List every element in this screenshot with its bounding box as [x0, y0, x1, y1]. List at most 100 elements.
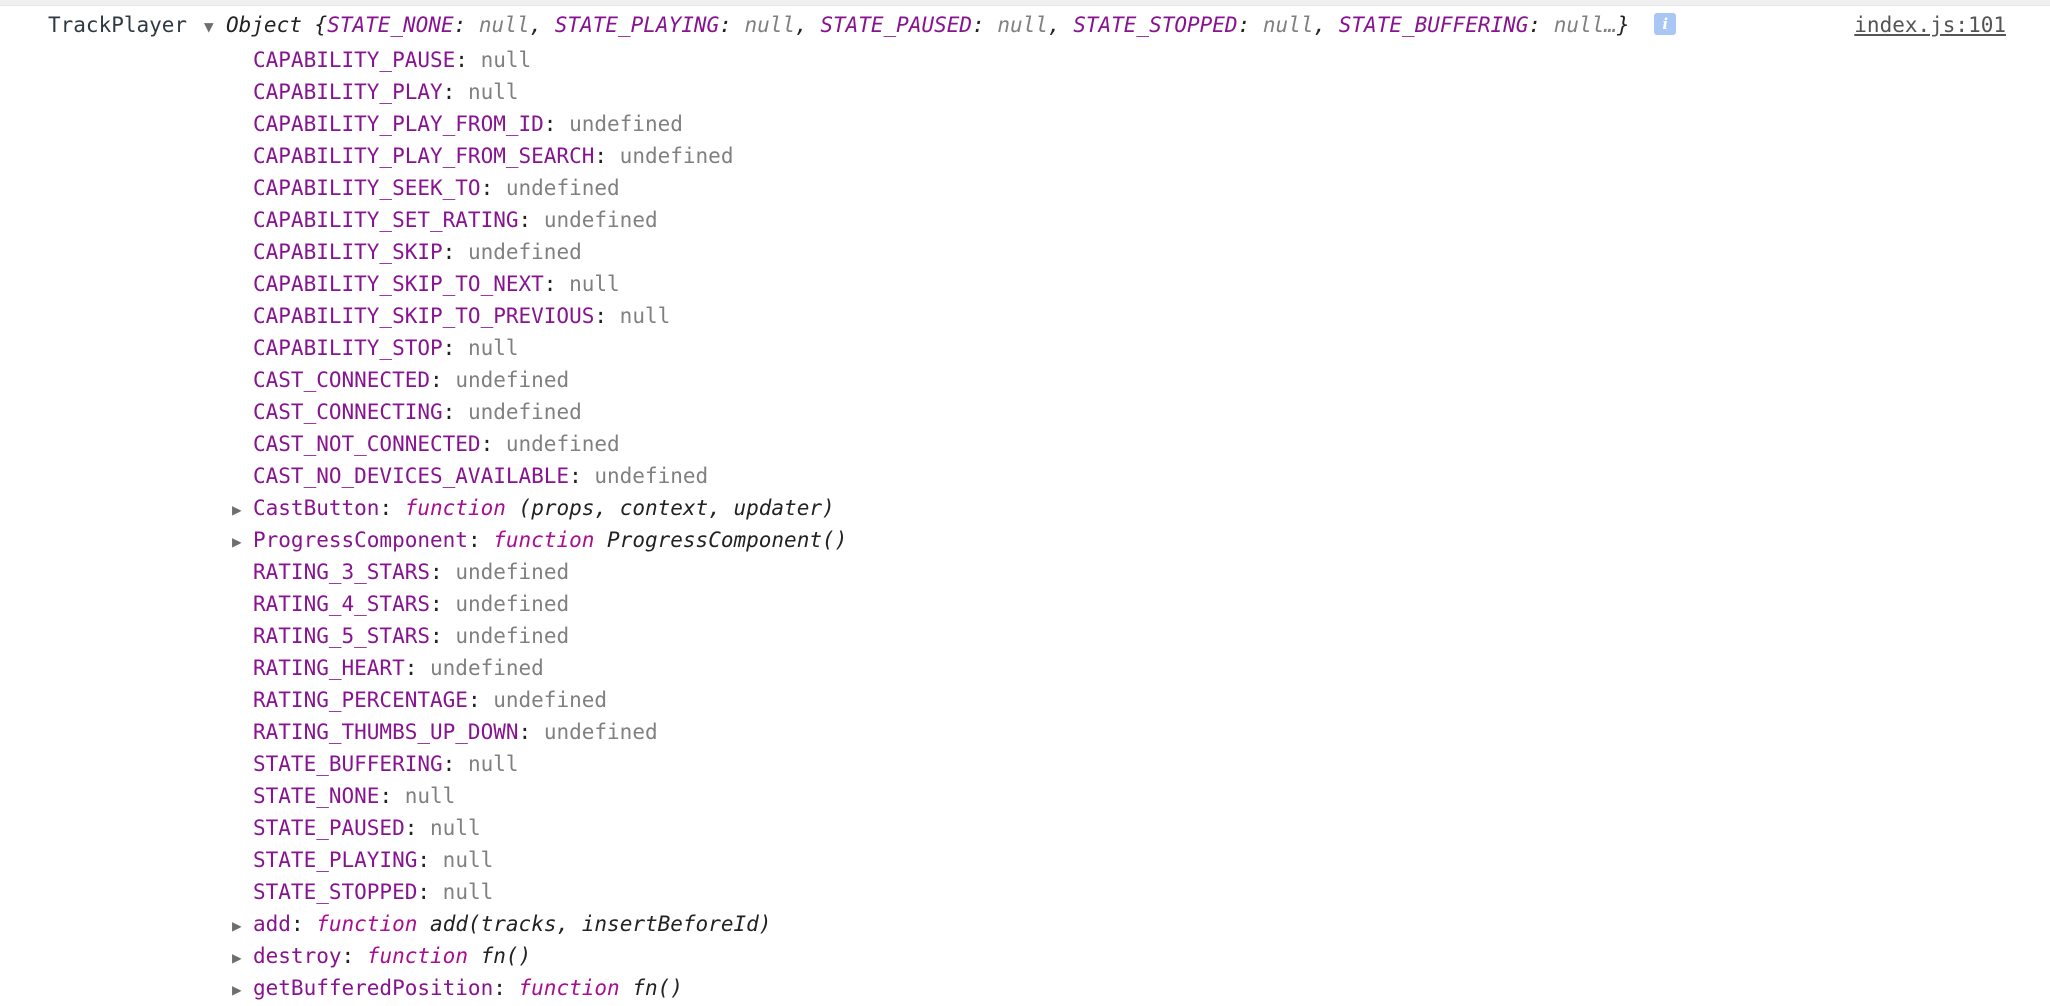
function-keyword: function: [366, 944, 468, 968]
property-entry[interactable]: ▶CastButton: function (props, context, u…: [232, 492, 835, 526]
property-key: STATE_STOPPED: [253, 880, 418, 904]
property-entry[interactable]: ▶ProgressComponent: function ProgressCom…: [232, 524, 847, 558]
preview-colon: :: [972, 13, 998, 37]
property-value: undefined: [430, 656, 544, 680]
property-value: null: [442, 880, 494, 904]
property-row[interactable]: ▶ProgressComponent: function ProgressCom…: [0, 524, 2050, 556]
property-row[interactable]: ▶CastButton: function (props, context, u…: [0, 492, 2050, 524]
property-row: RATING_5_STARS: undefined: [0, 620, 2050, 652]
object-preview[interactable]: ▼Object {STATE_NONE: null, STATE_PLAYING…: [204, 6, 1677, 46]
collapsed-triangle-icon[interactable]: ▶: [232, 500, 242, 519]
property-value: null: [430, 816, 481, 840]
property-value: undefined: [543, 720, 658, 744]
property-key: CastButton: [253, 496, 380, 520]
property-row: CAPABILITY_PLAY_FROM_ID: undefined: [0, 108, 2050, 140]
property-colon: :: [290, 912, 317, 936]
property-row: STATE_PAUSED: null: [0, 812, 2050, 844]
property-entry: RATING_4_STARS: undefined: [253, 588, 569, 620]
function-keyword: function: [404, 496, 506, 520]
variable-label: TrackPlayer: [48, 13, 188, 37]
property-row: STATE_BUFFERING: null: [0, 748, 2050, 780]
property-row: CAPABILITY_SKIP: undefined: [0, 236, 2050, 268]
info-icon[interactable]: i: [1654, 13, 1677, 35]
property-key: CAST_CONNECTED: [253, 368, 431, 392]
property-value: null: [480, 48, 532, 72]
property-key: destroy: [253, 944, 342, 968]
collapsed-triangle-icon[interactable]: ▶: [232, 532, 242, 551]
preview-key: STATE_BUFFERING: [1338, 13, 1529, 37]
preview-comma: ,: [795, 13, 821, 37]
collapsed-triangle-icon[interactable]: ▶: [232, 980, 242, 999]
function-signature: (props, context, updater): [518, 496, 835, 520]
property-row: STATE_PLAYING: null: [0, 844, 2050, 876]
console-panel: TrackPlayer ▼Object {STATE_NONE: null, S…: [0, 6, 2050, 1004]
source-link[interactable]: index.js:101: [1854, 13, 2006, 37]
property-key: STATE_NONE: [253, 784, 380, 808]
property-key: STATE_PAUSED: [253, 816, 405, 840]
property-entry: STATE_NONE: null: [253, 780, 455, 812]
collapsed-triangle-icon[interactable]: ▶: [232, 916, 242, 935]
property-entry: CAST_NOT_CONNECTED: undefined: [253, 428, 620, 460]
property-value: null: [619, 304, 671, 328]
property-colon: :: [442, 336, 468, 360]
property-key: CAPABILITY_SEEK_TO: [253, 176, 481, 200]
property-value: undefined: [619, 144, 734, 168]
property-row: CAPABILITY_SET_RATING: undefined: [0, 204, 2050, 236]
property-row: CAPABILITY_PAUSE: null: [0, 44, 2050, 76]
preview-key: STATE_STOPPED: [1073, 13, 1238, 37]
log-entry-header[interactable]: TrackPlayer ▼Object {STATE_NONE: null, S…: [0, 6, 2050, 44]
object-type-label: Object: [226, 13, 302, 37]
property-entry: CAPABILITY_PLAY: null: [253, 76, 519, 108]
preview-key: STATE_PLAYING: [554, 13, 720, 37]
property-entry[interactable]: ▶destroy: function fn(): [232, 940, 531, 974]
property-entry: CAPABILITY_PLAY_FROM_SEARCH: undefined: [253, 140, 733, 172]
property-row: CAPABILITY_PLAY_FROM_SEARCH: undefined: [0, 140, 2050, 172]
property-entry: CAPABILITY_SET_RATING: undefined: [253, 204, 658, 236]
expanded-triangle-icon[interactable]: ▼: [204, 17, 214, 36]
preview-colon: :: [719, 13, 745, 37]
property-entry: RATING_THUMBS_UP_DOWN: undefined: [253, 716, 658, 748]
property-value: null: [442, 848, 494, 872]
property-row: CAST_CONNECTED: undefined: [0, 364, 2050, 396]
preview-colon: :: [1237, 13, 1263, 37]
property-colon: :: [543, 272, 570, 296]
property-colon: :: [467, 688, 494, 712]
preview-value: null: [744, 13, 796, 37]
property-row: CAST_NO_DEVICES_AVAILABLE: undefined: [0, 460, 2050, 492]
property-value: undefined: [467, 240, 582, 264]
property-key: RATING_5_STARS: [253, 624, 431, 648]
property-colon: :: [594, 144, 620, 168]
property-colon: :: [480, 176, 506, 200]
property-colon: :: [430, 592, 456, 616]
property-value: undefined: [505, 176, 620, 200]
property-entry[interactable]: ▶getBufferedPosition: function fn(): [232, 972, 683, 1006]
property-entry: RATING_3_STARS: undefined: [253, 556, 569, 588]
property-key: CAPABILITY_PLAY: [253, 80, 443, 104]
property-row: STATE_STOPPED: null: [0, 876, 2050, 908]
property-key: CAPABILITY_SKIP: [253, 240, 443, 264]
property-key: add: [253, 912, 291, 936]
property-colon: :: [430, 624, 456, 648]
property-key: CAST_NOT_CONNECTED: [253, 432, 481, 456]
preview-items: STATE_NONE: null, STATE_PLAYING: null, S…: [327, 13, 1617, 37]
property-key: CAPABILITY_SKIP_TO_NEXT: [253, 272, 544, 296]
preview-value: null…: [1553, 13, 1617, 37]
preview-comma: ,: [1313, 13, 1339, 37]
property-entry[interactable]: ▶add: function add(tracks, insertBeforeI…: [232, 908, 771, 942]
property-value: null: [467, 336, 519, 360]
property-entry: RATING_5_STARS: undefined: [253, 620, 569, 652]
property-row[interactable]: ▶destroy: function fn(): [0, 940, 2050, 972]
property-row: CAPABILITY_PLAY: null: [0, 76, 2050, 108]
property-colon: :: [379, 784, 405, 808]
property-value: undefined: [543, 208, 658, 232]
property-key: CAPABILITY_PLAY_FROM_ID: [253, 112, 544, 136]
property-colon: :: [493, 976, 519, 1000]
property-row[interactable]: ▶getBufferedPosition: function fn(): [0, 972, 2050, 1004]
property-row: CAST_NOT_CONNECTED: undefined: [0, 428, 2050, 460]
property-value: undefined: [493, 688, 608, 712]
property-entry: STATE_PAUSED: null: [253, 812, 481, 844]
property-colon: :: [455, 48, 481, 72]
collapsed-triangle-icon[interactable]: ▶: [232, 948, 242, 967]
property-row[interactable]: ▶add: function add(tracks, insertBeforeI…: [0, 908, 2050, 940]
property-entry: STATE_BUFFERING: null: [253, 748, 519, 780]
